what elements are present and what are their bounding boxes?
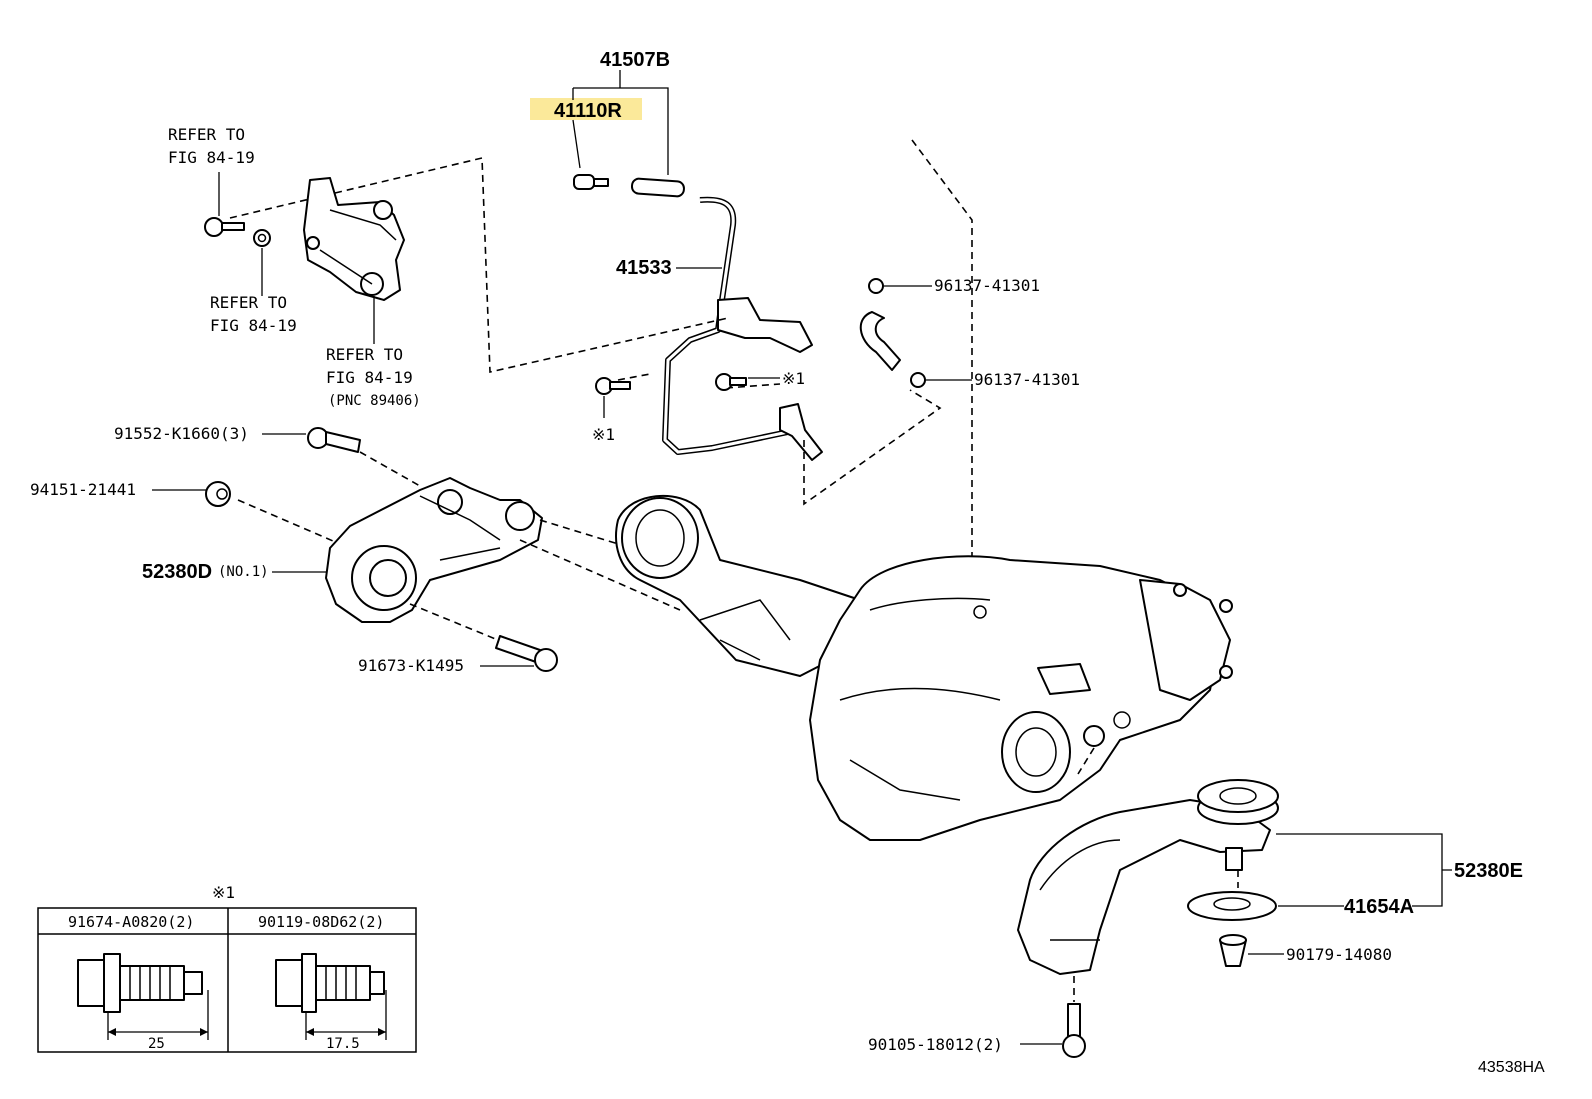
dash-91673 [409, 603, 499, 641]
dash-91552 [359, 451, 421, 487]
bracket-41507B [572, 70, 669, 175]
bolt-91552 [262, 427, 361, 453]
bolt-mark1-a [595, 377, 631, 418]
inset-col1-part: 91674-A0820(2) [68, 913, 194, 931]
inset-col1-dim: 25 [148, 1036, 165, 1052]
label-90105: 90105-18012(2) [868, 1035, 1003, 1054]
mount-52380E [1017, 779, 1279, 975]
inset-col2-part: 90119-08D62(2) [258, 913, 384, 931]
label-41507B: 41507B [600, 49, 670, 71]
dash-94151 [237, 499, 341, 545]
label-52380D-sub: (NO.1) [218, 564, 269, 580]
dash-leader-5 [617, 373, 651, 381]
label-41110R: 41110R [554, 100, 622, 122]
figure-id: 43538HA [1478, 1059, 1545, 1076]
dash-leader-1 [229, 156, 729, 373]
bolt-90105 [1020, 976, 1086, 1058]
label-96137-a: 96137-41301 [934, 276, 1040, 295]
dash-leader-4 [725, 383, 781, 389]
vent-hose [630, 177, 685, 198]
label-refer-top-2: FIG 84-19 [168, 148, 255, 167]
label-90179: 90179-14080 [1286, 945, 1392, 964]
clamp-upper [868, 278, 932, 294]
breather-hose [859, 311, 901, 371]
mount-52380D [272, 477, 543, 623]
inset-bolt-2 [275, 953, 387, 1040]
label-41654A: 41654A [1344, 896, 1414, 918]
inset-col2-dim: 17.5 [326, 1036, 360, 1052]
label-refer-low-3: (PNC 89406) [328, 393, 421, 409]
bolt-refer-top [204, 172, 245, 237]
vent-plug [573, 174, 609, 190]
label-52380D: 52380D [142, 561, 212, 583]
bolt-mark1-b [715, 373, 780, 391]
bracket-52380E [1276, 833, 1452, 907]
highlight-41110R [530, 98, 642, 120]
bolt-91673 [480, 635, 558, 672]
upper-bracket-assembly [303, 177, 405, 301]
nut-94151 [152, 481, 231, 507]
vent-pipe-41533 [662, 196, 823, 461]
label-refer-mid-2: FIG 84-19 [210, 316, 297, 335]
dash-leader-3 [911, 139, 973, 610]
dash-leader-2 [803, 389, 942, 506]
inset-bolt-1 [77, 953, 209, 1040]
label-refer-low-1: REFER TO [326, 345, 403, 364]
label-mark-1a: ※1 [592, 425, 615, 444]
label-refer-low-2: FIG 84-19 [326, 368, 413, 387]
cushion-41654A [1187, 891, 1344, 921]
label-41533: 41533 [616, 257, 672, 279]
clamp-lower [910, 372, 972, 388]
inset-title: ※1 [212, 883, 235, 902]
label-mark-1b: ※1 [782, 369, 805, 388]
label-91673: 91673-K1495 [358, 656, 464, 675]
differential-carrier [809, 555, 1233, 841]
label-94151: 94151-21441 [30, 480, 136, 499]
dash-diff-lower [1077, 747, 1095, 775]
label-refer-mid-1: REFER TO [210, 293, 287, 312]
label-refer-top-1: REFER TO [168, 125, 245, 144]
collar-90179 [1219, 934, 1284, 967]
label-91552: 91552-K1660(3) [114, 424, 249, 443]
label-52380E: 52380E [1454, 860, 1523, 882]
label-96137-b: 96137-41301 [974, 370, 1080, 389]
nut-refer-mid [253, 229, 271, 296]
